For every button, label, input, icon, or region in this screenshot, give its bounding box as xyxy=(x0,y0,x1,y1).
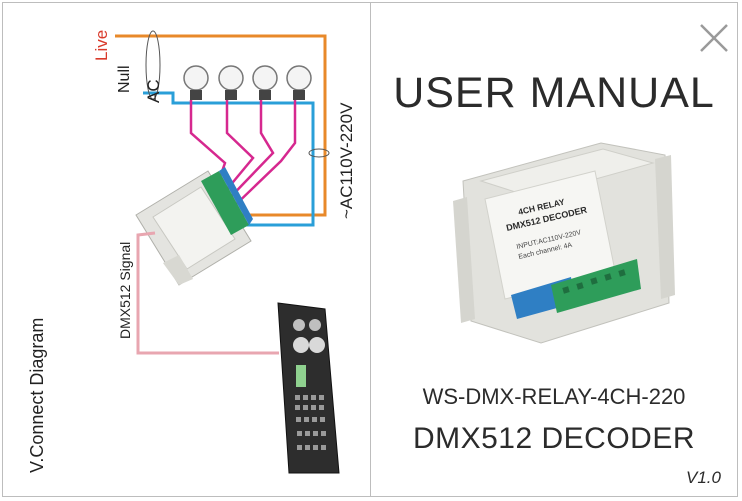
device-housing xyxy=(462,142,670,344)
ac-label: AC xyxy=(144,79,163,103)
ac-cable-marker xyxy=(145,30,161,100)
version-label: V1.0 xyxy=(686,468,721,487)
light-bulb-icon xyxy=(286,65,312,100)
dmx-console xyxy=(277,302,340,474)
close-button[interactable] xyxy=(697,21,731,55)
green-terminal xyxy=(551,259,641,313)
device-label-channel: Each channel: 4A xyxy=(518,242,573,261)
light-bulb-icon xyxy=(218,65,244,100)
live-wire xyxy=(115,34,327,217)
device-label-line1: 4CH RELAY xyxy=(517,196,566,216)
page-divider xyxy=(370,2,371,497)
null-label: Null xyxy=(116,65,133,93)
device-label-input: INPUT:AC110V-220V xyxy=(516,229,582,251)
connect-diagram-page: Live Null AC ~AC110V-220V DMX512 Signal … xyxy=(3,3,370,496)
connect-diagram-title: V.Connect Diagram xyxy=(27,318,47,473)
cover-page: USER MANUAL 4CH RELAY DMX512 DECODER INP… xyxy=(371,3,737,496)
product-name: DMX512 DECODER xyxy=(412,422,696,455)
manual-title: USER MANUAL xyxy=(393,69,715,117)
close-icon xyxy=(700,24,728,52)
device-label-panel xyxy=(484,170,616,300)
wiring-diagram: Live Null AC ~AC110V-220V DMX512 Signal … xyxy=(27,30,356,474)
lamp-wires xyxy=(189,100,297,216)
relay-module xyxy=(135,167,253,286)
ac-cable-marker-2 xyxy=(308,148,330,158)
device-label-line2: DMX512 DECODER xyxy=(505,205,588,233)
light-bulb-icon xyxy=(183,65,209,100)
dmx-signal-label: DMX512 Signal xyxy=(117,242,133,339)
blue-terminal xyxy=(511,277,575,319)
voltage-label: ~AC110V-220V xyxy=(337,102,356,219)
light-bulb-icon xyxy=(252,65,278,100)
live-label: Live xyxy=(92,30,111,61)
model-number: WS-DMX-RELAY-4CH-220 xyxy=(422,384,686,409)
dmx-signal-wire xyxy=(136,231,279,355)
